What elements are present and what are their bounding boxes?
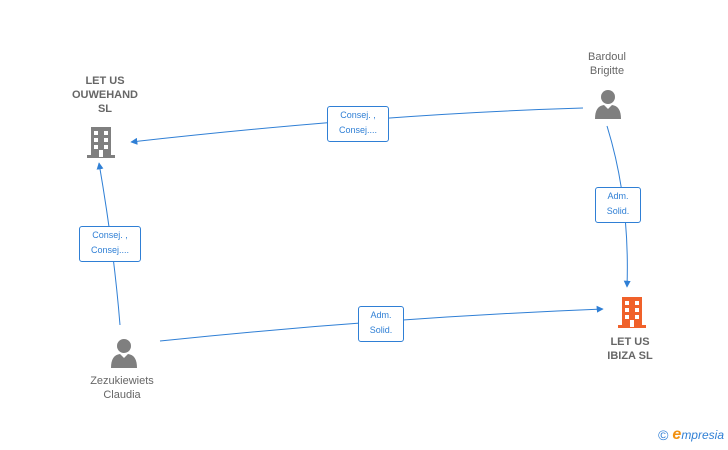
edge-label-zezukiewiets-to-ouwehand[interactable]: Consej. , Consej....: [79, 226, 141, 262]
brand-e-mark: e: [672, 426, 682, 443]
person-icon[interactable]: [108, 337, 140, 369]
person-icon[interactable]: [592, 88, 624, 120]
brand-watermark: © empresia: [658, 426, 724, 444]
node-label-letus-ibiza[interactable]: LET US IBIZA SL: [607, 336, 653, 362]
brand-name: mpresia: [681, 428, 724, 442]
edge-label-zezukiewiets-to-ibiza[interactable]: Adm. Solid.: [358, 306, 404, 342]
edge-label-bardoul-to-ibiza[interactable]: Adm. Solid.: [595, 187, 641, 223]
node-label-bardoul[interactable]: Bardoul Brigitte: [588, 51, 626, 77]
building-icon[interactable]: [616, 295, 648, 329]
brand-logo: empresia: [672, 426, 724, 444]
node-label-letus-ouwehand[interactable]: LET US OUWEHAND SL: [72, 75, 138, 115]
building-icon[interactable]: [85, 126, 117, 158]
edge-label-bardoul-to-ouwehand[interactable]: Consej. , Consej....: [327, 106, 389, 142]
node-label-zezukiewiets[interactable]: Zezukiewiets Claudia: [90, 375, 154, 401]
copyright-symbol: ©: [658, 427, 669, 443]
